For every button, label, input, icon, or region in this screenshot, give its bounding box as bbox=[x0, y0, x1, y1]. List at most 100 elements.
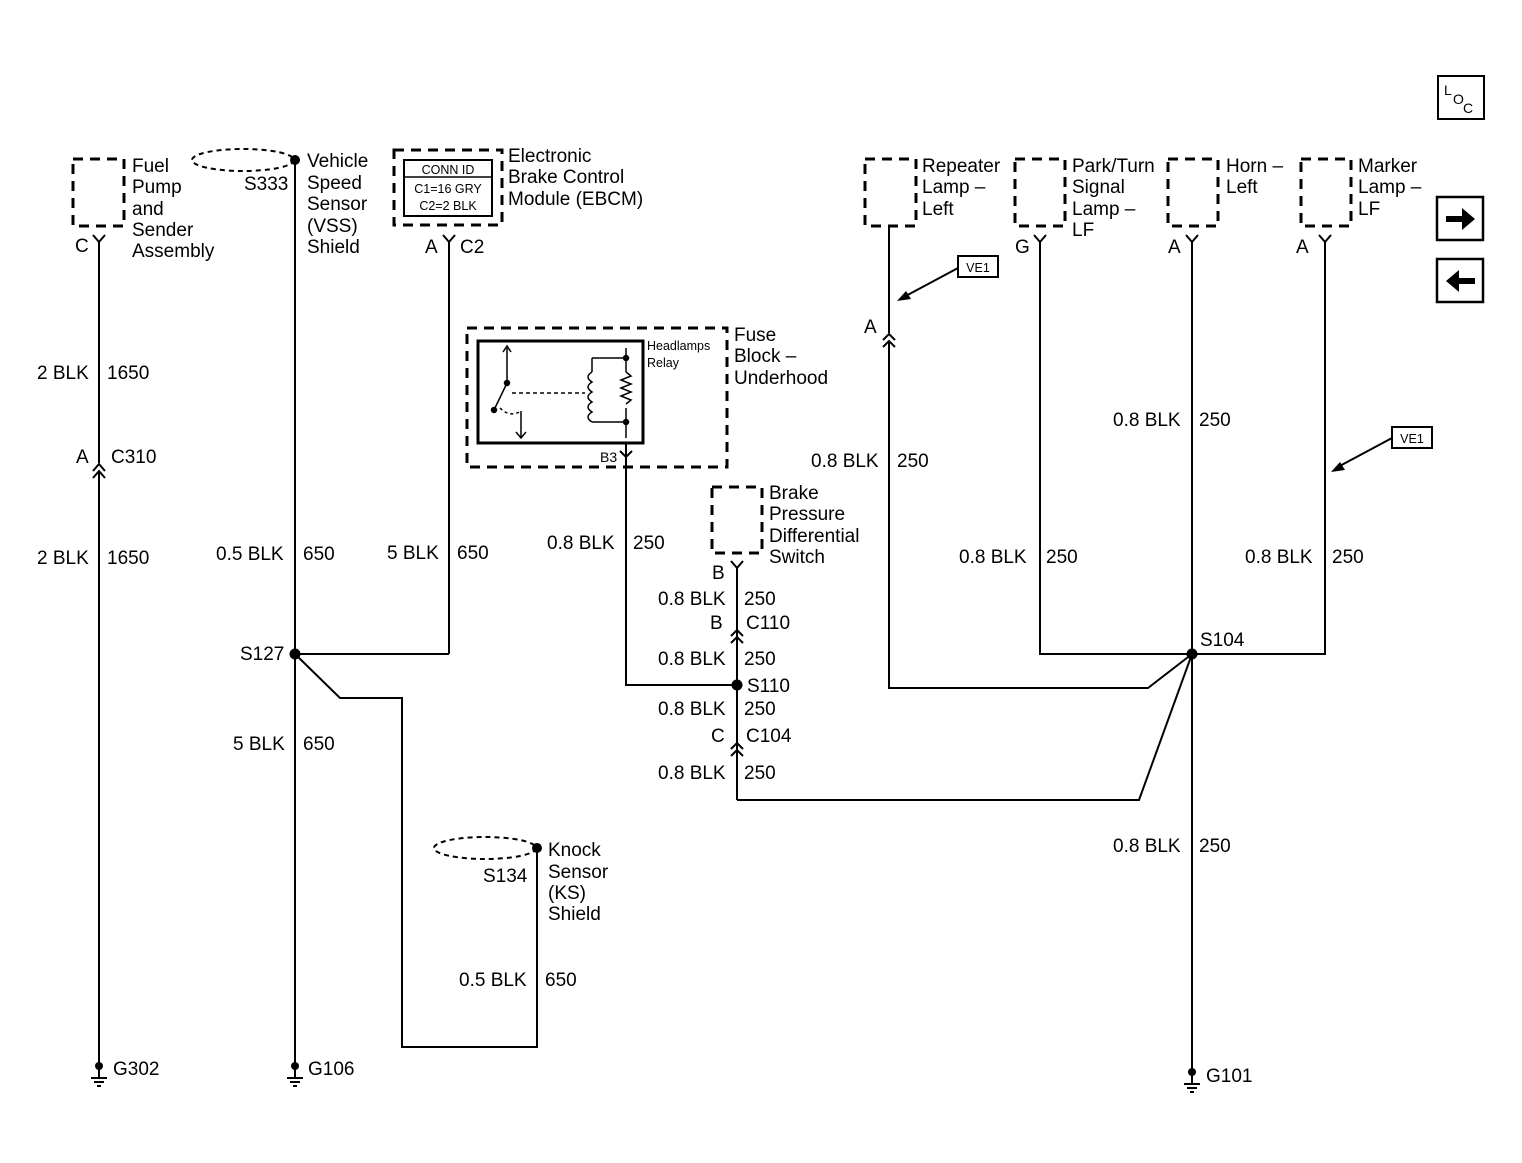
wire-circuit: 250 bbox=[744, 699, 776, 720]
splice-label: S127 bbox=[240, 644, 284, 665]
wire-gauge: 0.5 BLK bbox=[459, 970, 527, 991]
wire-gauge: 0.8 BLK bbox=[1113, 836, 1181, 857]
ks-shield-symbol bbox=[433, 836, 537, 860]
splice-label: S104 bbox=[1200, 630, 1245, 651]
svg-text:Left: Left bbox=[1226, 177, 1258, 198]
fuel-pump-box bbox=[71, 157, 126, 228]
wire-gauge: 0.8 BLK bbox=[658, 589, 726, 610]
wire-gauge: 5 BLK bbox=[233, 734, 285, 755]
wire-gauge: 0.8 BLK bbox=[658, 699, 726, 720]
svg-text:Underhood: Underhood bbox=[734, 368, 828, 389]
relay-label: Headlamps bbox=[647, 339, 710, 353]
vss-shield-label: Vehicle Speed Sensor (VSS) Shield bbox=[307, 151, 368, 258]
relay-label: Relay bbox=[647, 356, 680, 370]
svg-text:Park/Turn: Park/Turn bbox=[1072, 156, 1155, 177]
wire-250-fuse bbox=[625, 457, 737, 686]
wire-gauge: 0.8 BLK bbox=[811, 451, 879, 472]
connector-c110-symbol bbox=[730, 628, 744, 637]
svg-text:Horn –: Horn – bbox=[1226, 156, 1283, 177]
svg-text:Pressure: Pressure bbox=[769, 504, 845, 525]
svg-text:Knock: Knock bbox=[548, 840, 601, 861]
connector-inline-symbol bbox=[882, 332, 896, 341]
connector-pin: A bbox=[864, 317, 877, 338]
fuse-block-label: Fuse Block – Underhood bbox=[734, 325, 828, 389]
svg-text:Repeater: Repeater bbox=[922, 156, 1001, 177]
knock-sensor-label: Knock Sensor (KS) Shield bbox=[548, 840, 609, 925]
svg-text:Electronic: Electronic bbox=[508, 146, 591, 167]
wire-circuit: 650 bbox=[545, 970, 577, 991]
wire-circuit: 650 bbox=[303, 544, 335, 565]
ve1-reference-b[interactable]: VE1 bbox=[1331, 426, 1433, 472]
park-turn-lamp-box bbox=[1013, 157, 1067, 228]
connector-pin: A bbox=[76, 447, 89, 468]
wire-gauge: 0.8 BLK bbox=[658, 649, 726, 670]
svg-text:Brake: Brake bbox=[769, 483, 819, 504]
svg-text:Shield: Shield bbox=[548, 904, 601, 925]
repeater-lamp-label: Repeater Lamp – Left bbox=[922, 156, 1001, 220]
wire-circuit: 250 bbox=[744, 649, 776, 670]
conn-id-title: CONN ID bbox=[422, 163, 475, 177]
connector-c310-symbol bbox=[92, 462, 106, 472]
loc-button-o: O bbox=[1453, 91, 1464, 107]
wire-circuit: 250 bbox=[744, 589, 776, 610]
vss-shield-symbol bbox=[191, 148, 295, 172]
svg-text:and: and bbox=[132, 199, 164, 220]
svg-text:Switch: Switch bbox=[769, 547, 825, 568]
wire-circuit: 1650 bbox=[107, 363, 149, 384]
wire-250-park bbox=[1039, 242, 1192, 655]
wire-gauge: 5 BLK bbox=[387, 543, 439, 564]
connector-pin: B bbox=[710, 613, 723, 634]
loc-button-l: L bbox=[1444, 82, 1452, 98]
wire-circuit: 250 bbox=[1199, 836, 1231, 857]
wire-circuit: 250 bbox=[1332, 547, 1364, 568]
fuse-block-box bbox=[465, 326, 729, 469]
ground-label: G101 bbox=[1206, 1066, 1252, 1087]
conn-id-table bbox=[403, 159, 493, 217]
wire-250-marker bbox=[1192, 242, 1326, 655]
svg-text:LF: LF bbox=[1072, 220, 1094, 241]
wire-gauge: 2 BLK bbox=[37, 548, 89, 569]
prev-page-button[interactable] bbox=[1435, 257, 1485, 304]
marker-lamp-label: Marker Lamp – LF bbox=[1358, 156, 1422, 220]
ref-label: VE1 bbox=[966, 261, 990, 275]
fuel-pump-label: Fuel Pump and Sender Assembly bbox=[132, 156, 215, 262]
wire-gauge: 0.8 BLK bbox=[547, 533, 615, 554]
wire-circuit: 650 bbox=[303, 734, 335, 755]
fuel-pump-pin: C bbox=[75, 236, 89, 257]
svg-text:Differential: Differential bbox=[769, 526, 859, 547]
svg-text:Fuel: Fuel bbox=[132, 156, 169, 177]
horn-box bbox=[1166, 157, 1220, 228]
svg-text:Left: Left bbox=[922, 199, 954, 220]
wire-circuit: 250 bbox=[633, 533, 665, 554]
ebcm-box bbox=[392, 148, 504, 227]
loc-button[interactable]: L O C bbox=[1437, 75, 1485, 120]
wire-circuit: 250 bbox=[744, 763, 776, 784]
ve1-reference-a[interactable]: VE1 bbox=[897, 255, 999, 301]
connector-pin: B bbox=[712, 563, 725, 584]
wire-circuit: 250 bbox=[1046, 547, 1078, 568]
wire-250-repeater bbox=[888, 341, 1193, 689]
connector-pin: A bbox=[425, 237, 438, 258]
svg-text:Assembly: Assembly bbox=[132, 241, 215, 262]
conn-id-row: C2=2 BLK bbox=[419, 199, 477, 213]
next-page-button[interactable] bbox=[1435, 195, 1485, 242]
svg-text:Shield: Shield bbox=[307, 237, 360, 258]
park-turn-lamp-label: Park/Turn Signal Lamp – LF bbox=[1072, 156, 1155, 241]
wire-circuit: 650 bbox=[457, 543, 489, 564]
loc-button-c: C bbox=[1463, 100, 1473, 116]
wire-gauge: 0.5 BLK bbox=[216, 544, 284, 565]
connector-name: C310 bbox=[111, 447, 156, 468]
connector-name: C2 bbox=[460, 237, 484, 258]
repeater-lamp-box bbox=[863, 157, 918, 228]
svg-text:Pump: Pump bbox=[132, 177, 182, 198]
connector-pin: G bbox=[1015, 237, 1030, 258]
conn-id-row: C1=16 GRY bbox=[414, 182, 482, 196]
svg-text:Vehicle: Vehicle bbox=[307, 151, 368, 172]
wire-gauge: 2 BLK bbox=[37, 363, 89, 384]
wire-gauge: 0.8 BLK bbox=[1245, 547, 1313, 568]
svg-text:Brake Control: Brake Control bbox=[508, 167, 624, 188]
connector-pin: A bbox=[1168, 237, 1181, 258]
wire-gauge: 0.8 BLK bbox=[658, 763, 726, 784]
ground-label: G302 bbox=[113, 1059, 159, 1080]
